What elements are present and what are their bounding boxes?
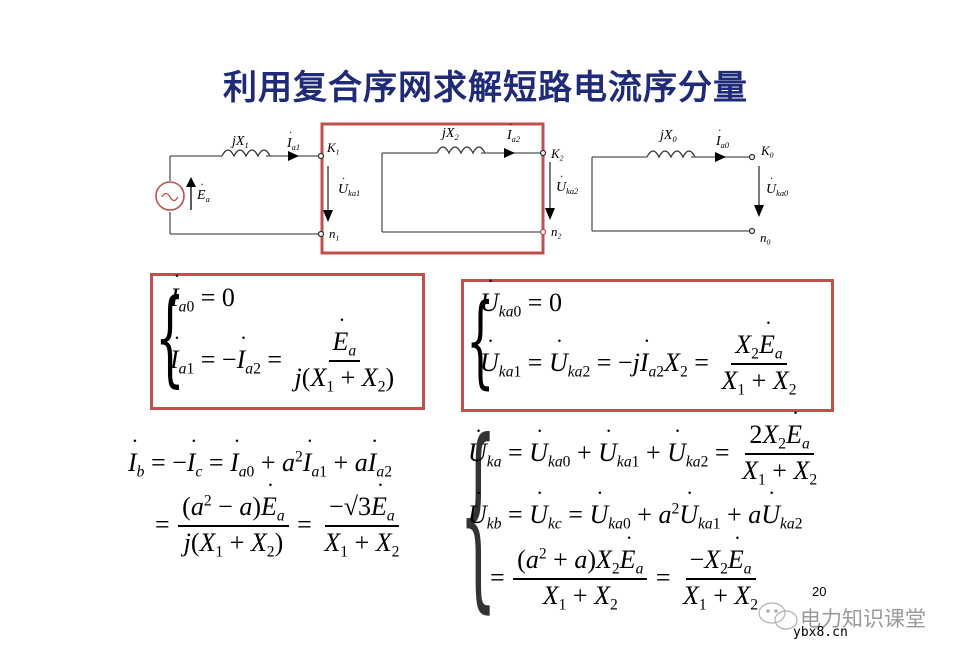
equation-uka1: Uka1 = Uka2 = −jIa2X2 = X2EaX1 + X2 bbox=[480, 317, 803, 401]
label-n0: n0 bbox=[760, 230, 771, 247]
current-equation-box bbox=[150, 273, 425, 410]
equation-ib: Ib = −Ic = Ia0 + a2Ia1 + aIa2 bbox=[128, 435, 392, 481]
equation-ukb: Ukb = Ukc = Uka0 + a2Uka1 + aUka2 bbox=[468, 487, 803, 533]
label-jx0: jX0 bbox=[660, 128, 677, 144]
label-uka1: Uka1 bbox=[338, 175, 360, 198]
negative-sequence-network bbox=[381, 146, 555, 236]
label-uka0: Uka0 bbox=[766, 175, 788, 198]
label-uka2: Uka2 bbox=[556, 173, 578, 196]
equation-ia0: Ia0 = 0 bbox=[170, 270, 235, 316]
series-connection-highlight bbox=[320, 122, 545, 255]
label-k2: K2 bbox=[551, 146, 564, 163]
page-number: 20 bbox=[812, 584, 827, 599]
label-jx2: jX2 bbox=[442, 126, 459, 142]
watermark-text: 电力知识课堂 bbox=[800, 607, 926, 631]
label-k0: K0 bbox=[761, 143, 774, 160]
label-n1: n1 bbox=[329, 226, 340, 243]
equation-ukb-result: = (a2 + a)X2EaX1 + X2 = −X2EaX1 + X2 bbox=[490, 532, 764, 616]
label-ia0: Ia0 bbox=[716, 127, 729, 150]
label-ea: Ea bbox=[197, 181, 210, 204]
label-ia1: Ia1 bbox=[287, 129, 300, 152]
label-ia2: Ia2 bbox=[507, 121, 520, 144]
label-n2: n2 bbox=[551, 224, 562, 241]
equation-ib-result: = (a2 − a)Eaj(X1 + X2) = −√3EaX1 + X2 bbox=[155, 479, 405, 563]
slide-title: 利用复合序网求解短路电流序分量 bbox=[223, 68, 748, 108]
label-jx1: jX1 bbox=[232, 134, 249, 150]
equation-ia1: Ia1 = −Ia2 = Eaj(X1 + X2) bbox=[170, 314, 400, 398]
watermark-site: ybx8.cn bbox=[793, 625, 848, 640]
voltage-equation-box bbox=[461, 279, 834, 412]
equation-uka: Uka = Uka0 + Uka1 + Uka2 = 2X2EaX1 + X2 bbox=[468, 407, 823, 491]
positive-sequence-network bbox=[155, 149, 333, 238]
label-k1: K1 bbox=[327, 140, 340, 157]
equation-uka0: Uka0 = 0 bbox=[480, 275, 562, 321]
zero-sequence-network bbox=[591, 150, 764, 235]
